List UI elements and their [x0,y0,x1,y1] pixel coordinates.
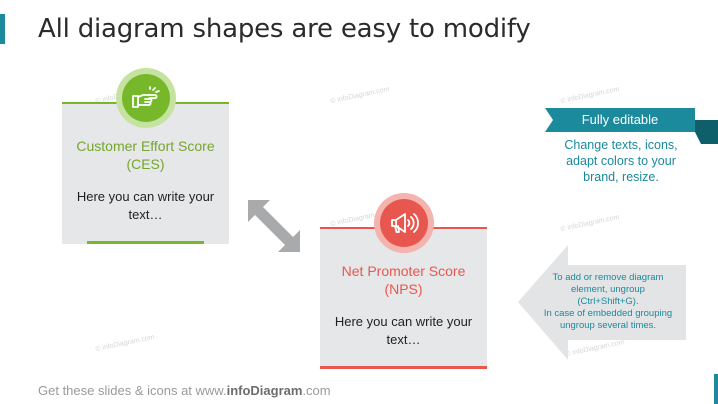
ces-text[interactable]: Here you can write your text… [76,189,215,222]
nps-icon-circle [374,193,434,253]
megaphone-icon [391,213,419,233]
left-arrow-shape [518,245,686,360]
fully-editable-ribbon [545,108,718,144]
corner-accent-bar [714,374,718,404]
callout-text: Change texts, icons, adapt colors to you… [564,138,678,184]
footer-brand: infoDiagram [226,383,303,398]
watermark: © infoDiagram.com [329,85,391,106]
footer-suffix: .com [302,383,331,398]
ribbon-label: Fully editable [581,112,659,127]
ces-icon-circle [116,68,176,128]
watermark: © infoDiagram.com [94,333,156,354]
ces-heading: Customer Effort Score (CES) [76,138,215,172]
nps-bottom-line [320,366,487,369]
nps-heading: Net Promoter Score (NPS) [341,263,466,297]
footer-link[interactable]: Get these slides & icons at www.infoDiag… [38,383,331,398]
watermark: © infoDiagram.com [559,85,621,106]
title-accent-bar [0,14,5,44]
footer-prefix: Get these slides & icons at www. [38,383,227,398]
watermark: © infoDiagram.com [559,213,621,234]
nps-text[interactable]: Here you can write your text… [334,314,473,347]
page-title: All diagram shapes are easy to modify [38,14,531,44]
ungroup-instructions: To add or remove diagram element, ungrou… [543,272,673,331]
double-arrow-icon [248,200,300,252]
ces-bottom-line [87,241,204,244]
pointing-hand-icon [132,86,160,108]
